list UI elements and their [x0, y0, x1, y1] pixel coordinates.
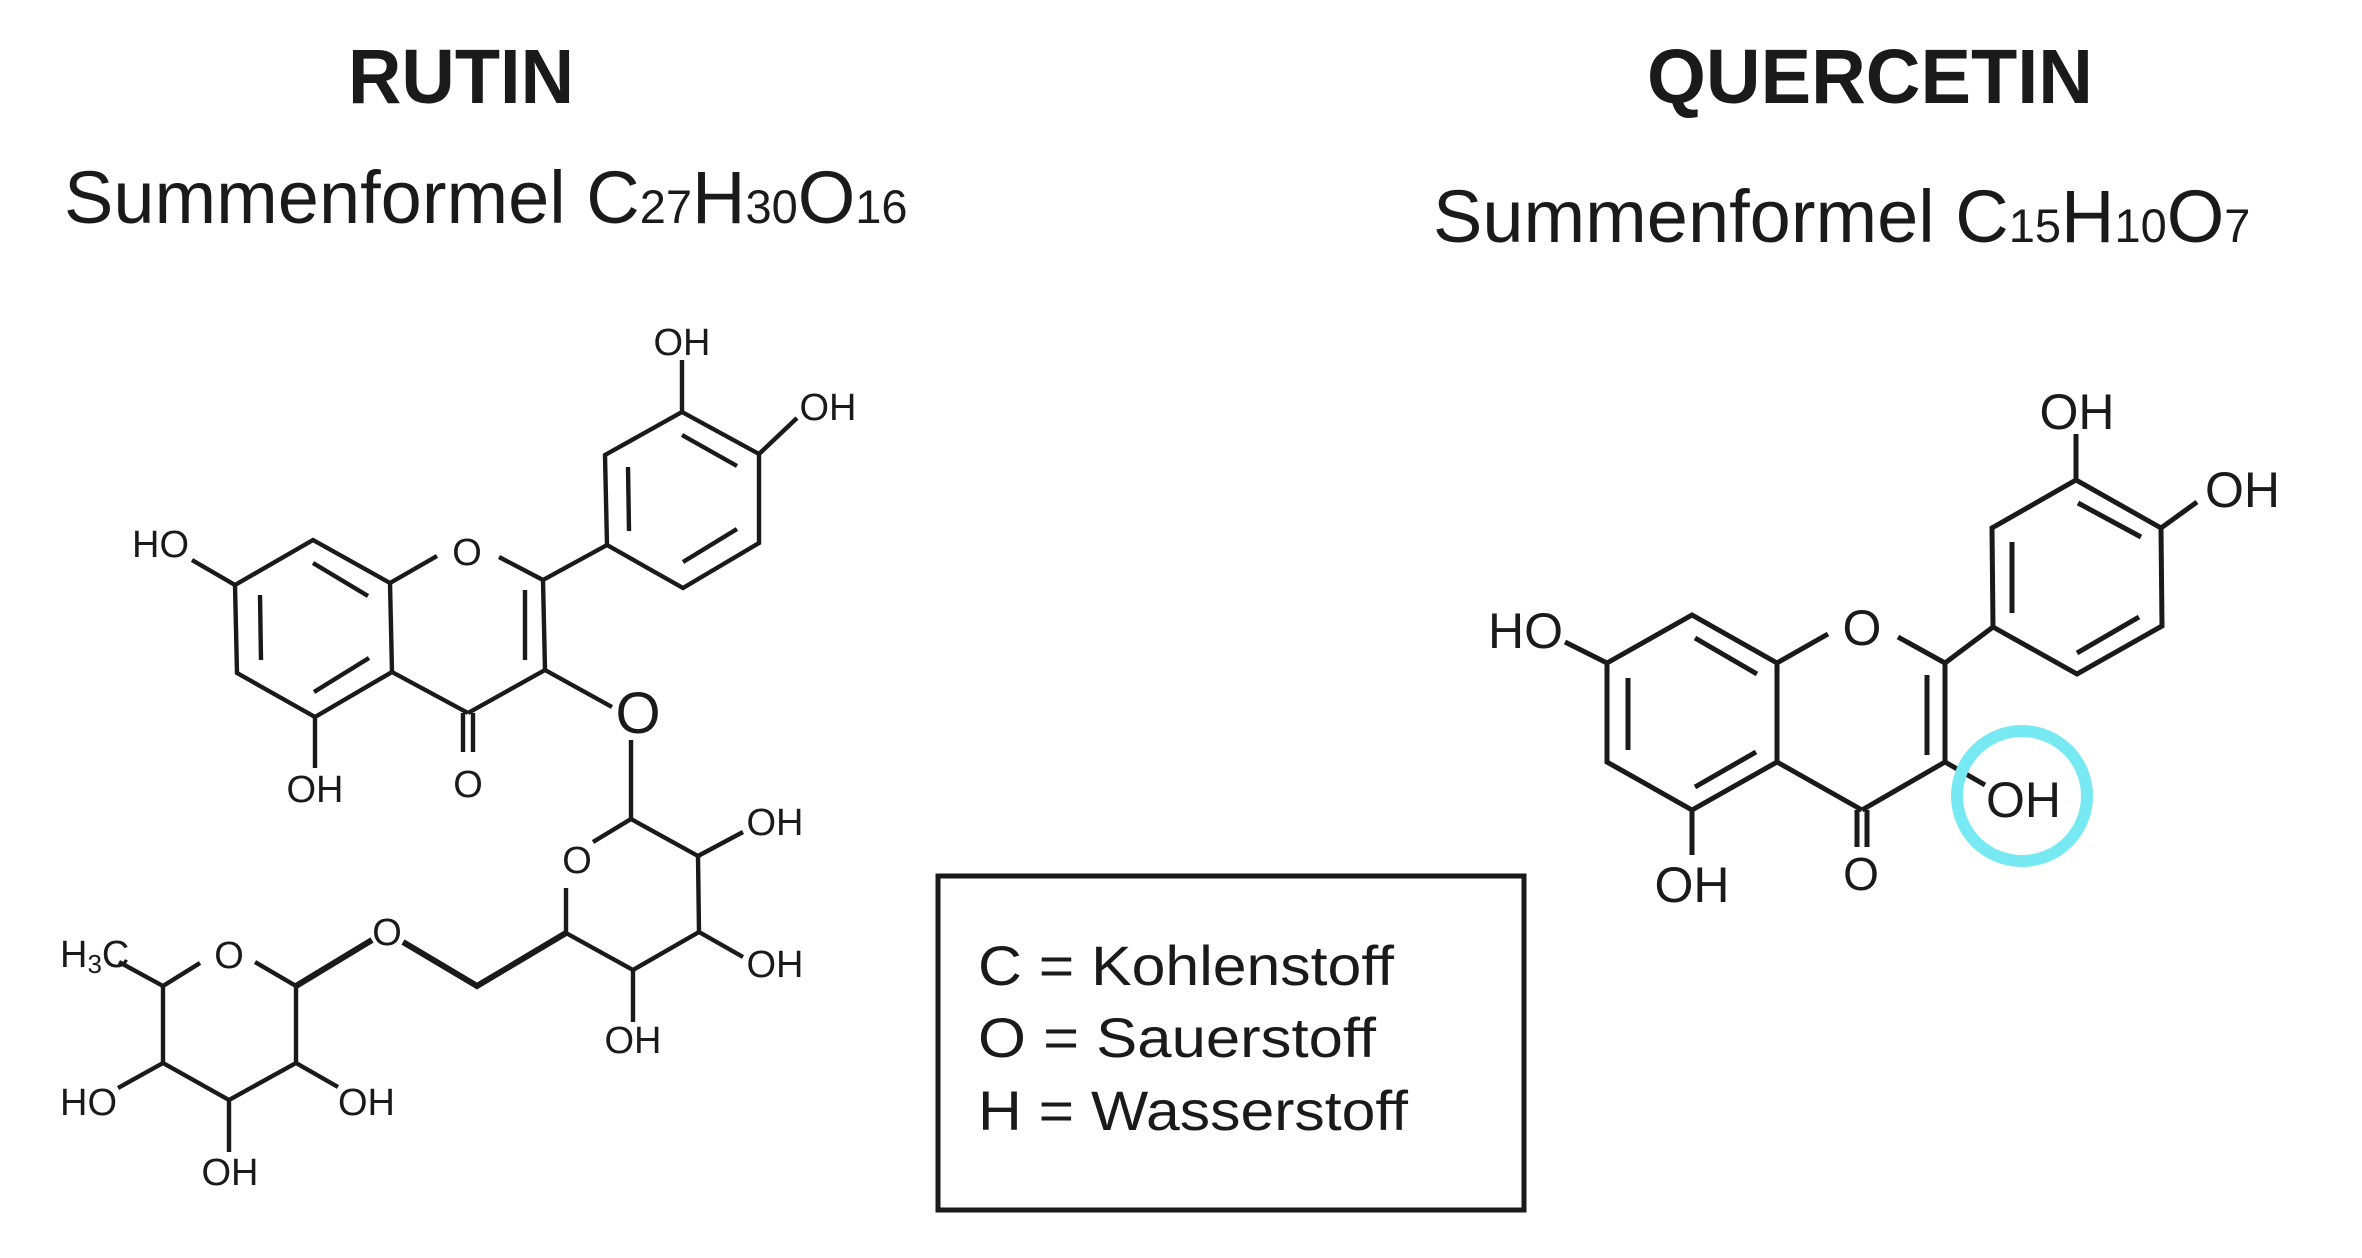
highlight-circle — [1951, 725, 2093, 867]
atom-label-oh: OH — [287, 769, 344, 811]
h3c-h: H — [60, 934, 87, 976]
element-legend: C = Kohlenstoff O = Sauerstoff H = Wasse… — [935, 873, 1527, 1213]
quercetin-ring-b — [1989, 434, 2199, 677]
atom-label-oh: OH — [2205, 462, 2280, 518]
rutin-title: RUTIN — [348, 34, 574, 120]
formula-element-o: O — [798, 156, 856, 239]
rutin-ring-c — [388, 554, 548, 752]
legend-item-hydrogen: H = Wasserstoff — [978, 1079, 1408, 1142]
h3c-c: C — [102, 934, 129, 976]
formula-count-o: 7 — [2224, 199, 2250, 252]
atom-label-oh: OH — [800, 387, 857, 429]
atom-label-o: O — [453, 764, 483, 806]
formula-element-c: C — [586, 156, 639, 239]
formula-count-h: 10 — [2114, 199, 2166, 252]
rutin-rhamnose-ring — [116, 960, 340, 1152]
atom-label-ho: HO — [1488, 603, 1563, 659]
atom-label-o: O — [372, 912, 402, 954]
atom-label-o: O — [562, 840, 592, 882]
atom-label-oh: OH — [202, 1152, 259, 1194]
formula-element-o: O — [2167, 175, 2225, 258]
formula-count-h: 30 — [745, 180, 797, 233]
quercetin-structure: HO O O OH OH OH OH — [1488, 384, 2280, 913]
rutin-ring-a — [232, 537, 395, 720]
atom-label-o: O — [1843, 600, 1882, 656]
formula-element-c: C — [1955, 175, 2008, 258]
atom-label-ho: HO — [132, 524, 189, 566]
rutin-formula: Summenformel C27H30O16 — [64, 156, 908, 239]
quercetin-header: QUERCETIN Summenformel C15H10O7 — [1433, 34, 2250, 258]
quercetin-ring-c — [1775, 631, 1948, 847]
h3c-subscript: 3 — [87, 949, 101, 979]
formula-count-o: 16 — [855, 180, 907, 233]
atom-label-oh-highlighted: OH — [1986, 772, 2061, 828]
atom-label-o: O — [615, 681, 660, 746]
atom-label-oh: OH — [605, 1020, 662, 1062]
formula-count-c: 27 — [640, 180, 692, 233]
quercetin-formula: Summenformel C15H10O7 — [1433, 175, 2250, 258]
formula-prefix: Summenformel — [64, 156, 586, 239]
formula-count-c: 15 — [2009, 199, 2061, 252]
rutin-structure: HO OH O O OH OH O O OH OH OH O O H3C HO … — [60, 322, 857, 1194]
atom-label-h3c: H3C — [60, 934, 129, 979]
rutin-glucose-ring — [563, 817, 745, 1022]
legend-item-carbon: C = Kohlenstoff — [978, 934, 1394, 997]
atom-label-o: O — [214, 935, 244, 977]
atom-label-oh: OH — [654, 322, 711, 364]
atom-label-ho: HO — [60, 1082, 117, 1124]
formula-element-h: H — [2061, 175, 2114, 258]
atom-label-oh: OH — [747, 802, 804, 844]
quercetin-title: QUERCETIN — [1647, 34, 2093, 120]
quercetin-ring-a — [1604, 612, 1780, 813]
formula-element-h: H — [692, 156, 745, 239]
rutin-ring-b — [602, 360, 799, 591]
legend-border — [935, 873, 1527, 1213]
legend-item-oxygen: O = Sauerstoff — [978, 1006, 1376, 1069]
formula-prefix: Summenformel — [1433, 175, 1955, 258]
atom-label-o: O — [452, 532, 482, 574]
atom-label-oh: OH — [747, 944, 804, 986]
rutin-header: RUTIN Summenformel C27H30O16 — [64, 34, 908, 239]
atom-label-oh: OH — [2040, 384, 2115, 440]
atom-label-oh: OH — [1655, 857, 1730, 913]
atom-label-oh: OH — [338, 1082, 395, 1124]
atom-label-o: O — [1843, 848, 1879, 900]
